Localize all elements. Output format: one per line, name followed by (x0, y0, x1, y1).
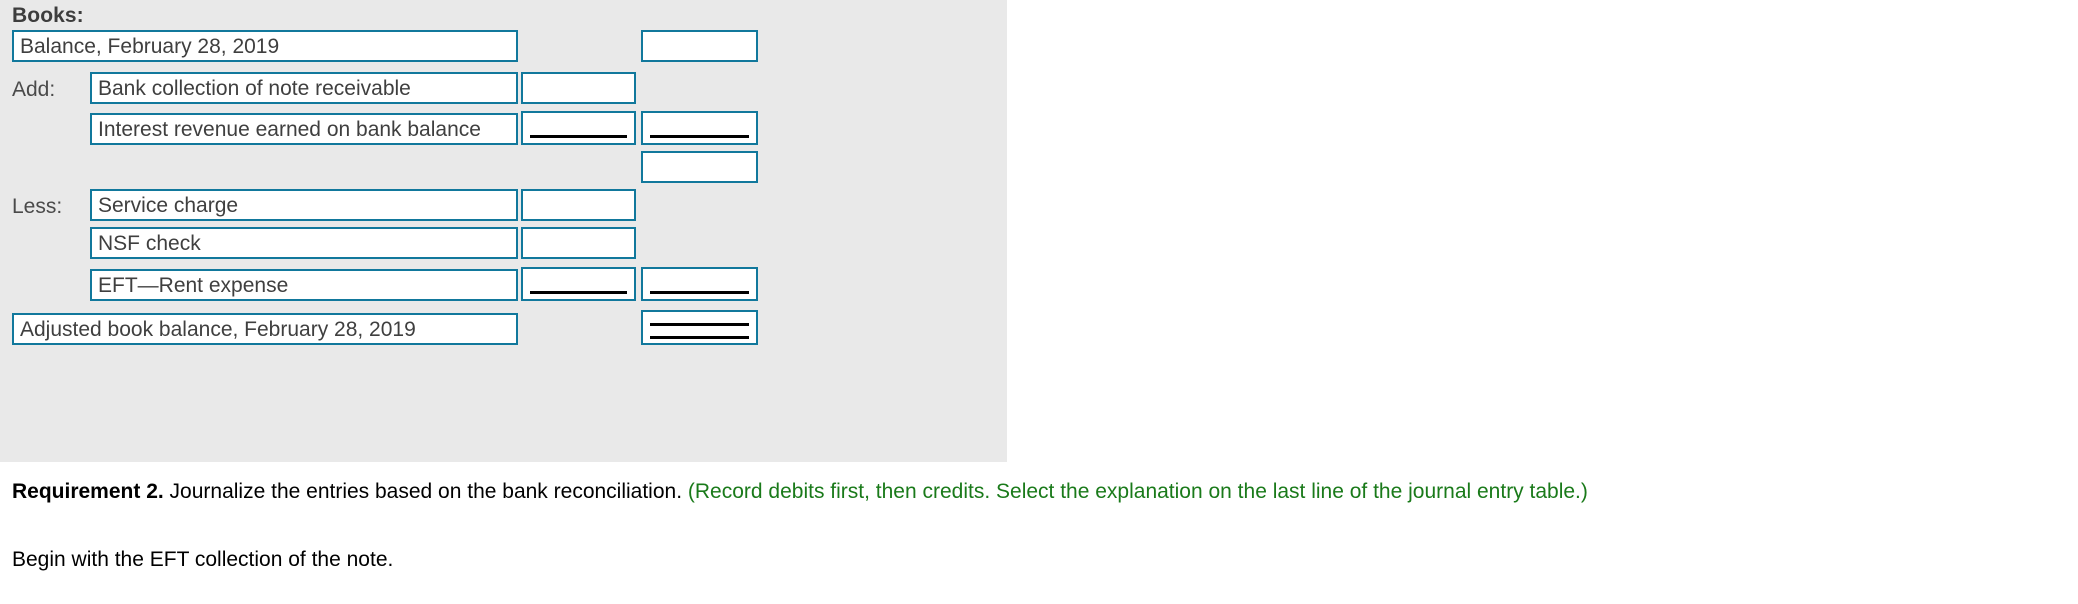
books-reconciliation-panel: Books: Balance, February 28, 2019 Add: B… (0, 0, 1007, 462)
section-label-less: Less: (12, 195, 63, 218)
amount-middle-nsf-check[interactable] (521, 227, 636, 259)
begin-instruction: Begin with the EFT collection of the not… (12, 548, 394, 571)
description-field-interest-revenue[interactable]: Interest revenue earned on bank balance (90, 113, 518, 145)
description-field-nsf-check[interactable]: NSF check (90, 227, 518, 259)
description-field-bank-collection[interactable]: Bank collection of note receivable (90, 72, 518, 104)
amount-right-balance[interactable] (641, 30, 758, 62)
amount-right-eft-rent-expense[interactable] (641, 267, 758, 301)
amount-middle-interest-revenue[interactable] (521, 111, 636, 145)
amount-middle-bank-collection[interactable] (521, 72, 636, 104)
amount-middle-eft-rent-expense[interactable] (521, 267, 636, 301)
requirement-2-hint: (Record debits first, then credits. Sele… (687, 480, 1588, 503)
requirement-2-line: Requirement 2. Journalize the entries ba… (12, 480, 1588, 504)
requirement-2-text: Journalize the entries based on the bank… (163, 480, 688, 503)
requirement-2-label: Requirement 2. (12, 480, 164, 503)
panel-title: Books: (12, 4, 84, 27)
amount-middle-service-charge[interactable] (521, 189, 636, 221)
description-field-balance[interactable]: Balance, February 28, 2019 (12, 30, 518, 62)
description-field-adjusted-book-balance[interactable]: Adjusted book balance, February 28, 2019 (12, 313, 518, 345)
amount-right-interest-revenue[interactable] (641, 111, 758, 145)
description-field-eft-rent-expense[interactable]: EFT—Rent expense (90, 269, 518, 301)
description-field-service-charge[interactable]: Service charge (90, 189, 518, 221)
amount-right-add-subtotal[interactable] (641, 151, 758, 183)
amount-right-adjusted-book-balance[interactable] (641, 310, 758, 345)
section-label-add: Add: (12, 78, 56, 101)
